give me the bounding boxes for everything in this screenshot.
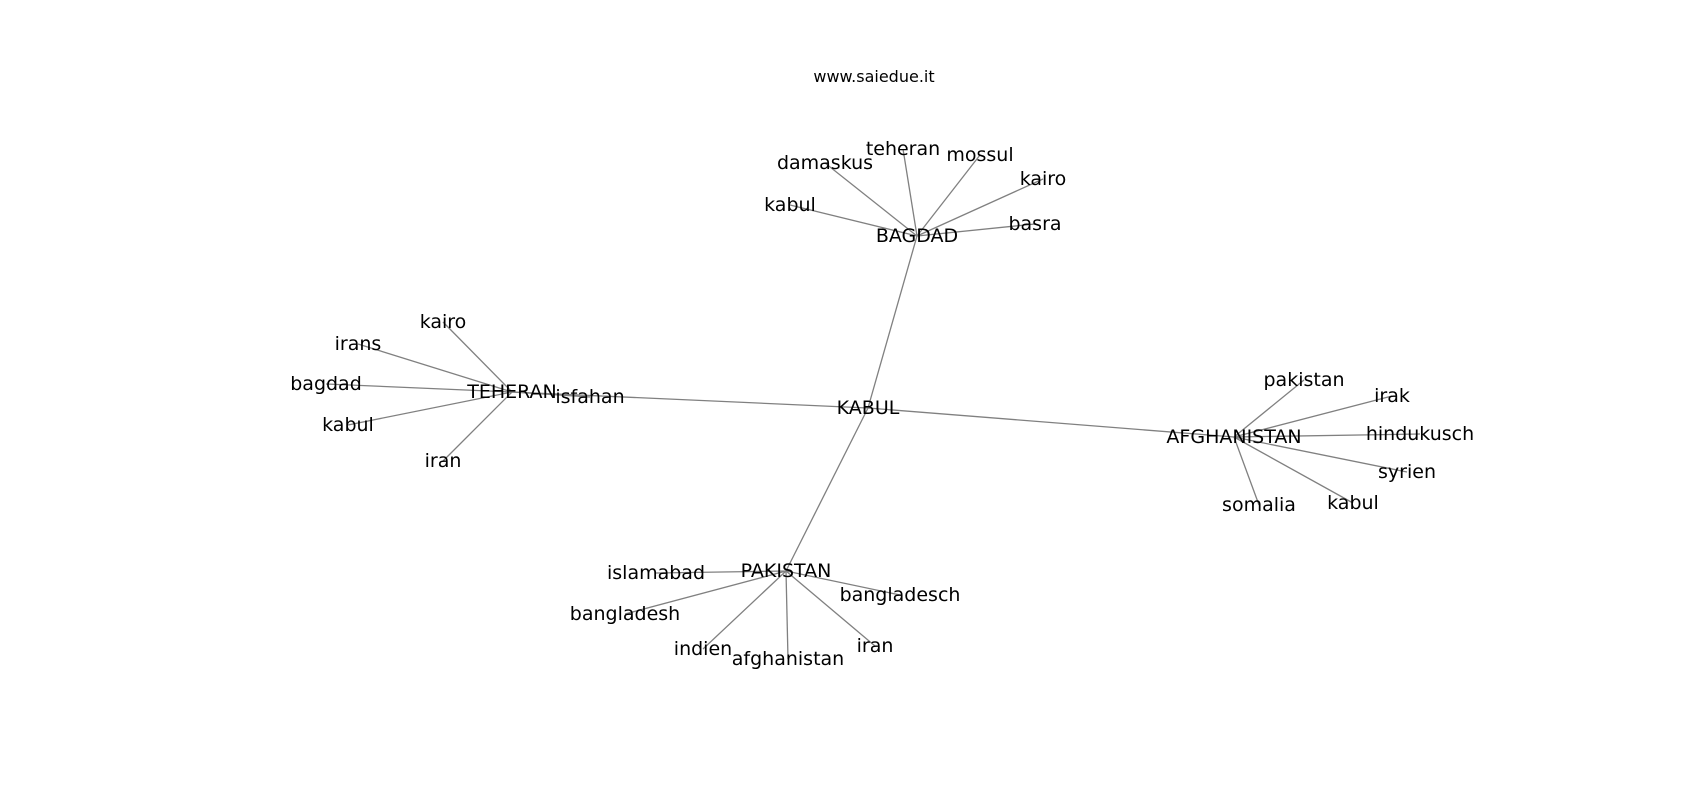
graph-edges xyxy=(325,148,1421,660)
node-leaf-bagdad-teheran: teheran xyxy=(866,138,940,160)
edge-pakistan_hub-iran xyxy=(785,570,876,647)
watermark-text: www.saiedue.it xyxy=(813,67,934,86)
node-leaf-pakistan_hub-iran: iran xyxy=(857,635,894,657)
edge-teheran_hub-isfahan xyxy=(511,391,591,398)
edge-pakistan_hub-islamabad xyxy=(655,570,787,574)
edge-pakistan_hub-bangladesh xyxy=(624,570,787,615)
node-hub-bagdad: BAGDAD xyxy=(876,225,958,247)
edge-afghanistan-pakistan xyxy=(1233,379,1305,438)
edge-center-pakistan_hub xyxy=(785,407,869,572)
node-leaf-afghanistan-somalia: somalia xyxy=(1222,494,1296,516)
edge-afghanistan-kabul xyxy=(1233,436,1354,504)
edge-teheran_hub-kairo xyxy=(442,321,513,393)
node-leaf-teheran_hub-iran: iran xyxy=(425,450,462,472)
node-leaf-teheran_hub-kabul: kabul xyxy=(322,414,374,436)
node-leaf-pakistan_hub-afghanistan: afghanistan xyxy=(732,648,844,670)
edge-bagdad-damaskus xyxy=(824,162,918,237)
node-hub-teheran_hub: TEHERAN xyxy=(466,381,557,403)
node-hub-pakistan_hub: PAKISTAN xyxy=(741,560,832,582)
node-leaf-afghanistan-pakistan: pakistan xyxy=(1263,369,1344,391)
edge-pakistan_hub-bangladesch xyxy=(785,570,901,596)
node-leaf-teheran_hub-isfahan: isfahan xyxy=(555,386,624,408)
node-leaf-bagdad-kairo: kairo xyxy=(1020,168,1067,190)
node-leaf-bagdad-damaskus: damaskus xyxy=(777,152,873,174)
node-center-kabul: KABUL xyxy=(837,397,900,419)
edge-center-bagdad xyxy=(867,235,918,409)
edge-bagdad-kairo xyxy=(916,178,1044,237)
edge-afghanistan-syrien xyxy=(1233,436,1408,473)
edge-teheran_hub-irans xyxy=(357,343,513,393)
node-leaf-pakistan_hub-bangladesh: bangladesh xyxy=(570,603,680,625)
node-leaf-afghanistan-hindukusch: hindukusch xyxy=(1366,423,1474,445)
edge-teheran_hub-bagdad xyxy=(325,383,513,393)
node-leaf-pakistan_hub-islamabad: islamabad xyxy=(607,562,705,584)
node-leaf-afghanistan-irak: irak xyxy=(1374,385,1410,407)
node-leaf-pakistan_hub-indien: indien xyxy=(674,638,732,660)
edge-afghanistan-hindukusch xyxy=(1233,433,1421,438)
node-leaf-bagdad-mossul: mossul xyxy=(946,144,1013,166)
edge-bagdad-kabul xyxy=(789,204,918,237)
node-leaf-pakistan_hub-bangladesch: bangladesch xyxy=(840,584,961,606)
edge-pakistan_hub-indien xyxy=(702,570,787,650)
edge-pakistan_hub-afghanistan xyxy=(785,570,789,660)
edge-center-teheran_hub xyxy=(511,391,869,409)
node-leaf-teheran_hub-bagdad: bagdad xyxy=(290,373,362,395)
edge-bagdad-teheran xyxy=(902,148,918,237)
node-leaf-afghanistan-kabul: kabul xyxy=(1327,492,1379,514)
node-leaf-bagdad-basra: basra xyxy=(1008,213,1061,235)
node-leaf-bagdad-kabul: kabul xyxy=(764,194,816,216)
edge-teheran_hub-kabul xyxy=(347,391,513,426)
node-leaf-teheran_hub-irans: irans xyxy=(335,333,382,355)
node-leaf-afghanistan-syrien: syrien xyxy=(1378,461,1436,483)
edge-teheran_hub-iran xyxy=(442,391,513,462)
edge-bagdad-basra xyxy=(916,223,1036,237)
edge-afghanistan-somalia xyxy=(1233,436,1260,506)
edge-bagdad-mossul xyxy=(916,154,981,237)
node-leaf-teheran_hub-kairo: kairo xyxy=(420,311,467,333)
node-hub-afghanistan: AFGHANISTAN xyxy=(1166,426,1301,448)
edge-center-afghanistan xyxy=(867,407,1235,438)
edge-afghanistan-irak xyxy=(1233,395,1393,438)
